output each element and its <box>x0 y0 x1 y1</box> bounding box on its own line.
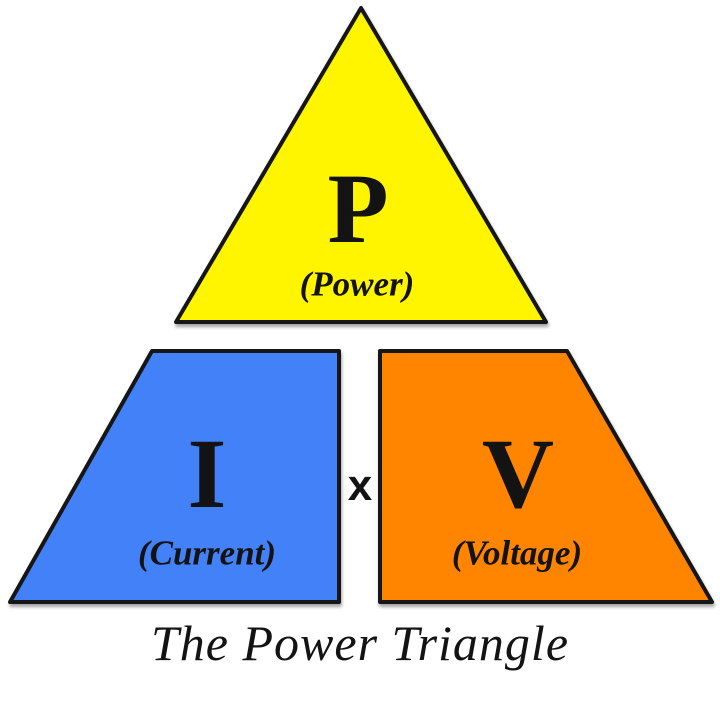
voltage-label: (Voltage) <box>451 533 583 573</box>
power-triangle-shape <box>174 6 548 324</box>
diagram-title: The Power Triangle <box>150 615 570 671</box>
current-trapezoid-shape <box>8 349 341 604</box>
current-symbol: I <box>187 418 227 529</box>
power-symbol: P <box>327 153 389 264</box>
current-label: (Current) <box>137 533 277 573</box>
voltage-symbol: V <box>481 418 555 529</box>
voltage-trapezoid-shape <box>378 349 714 604</box>
multiply-operator: x <box>347 461 373 510</box>
power-label: (Power) <box>299 264 415 304</box>
